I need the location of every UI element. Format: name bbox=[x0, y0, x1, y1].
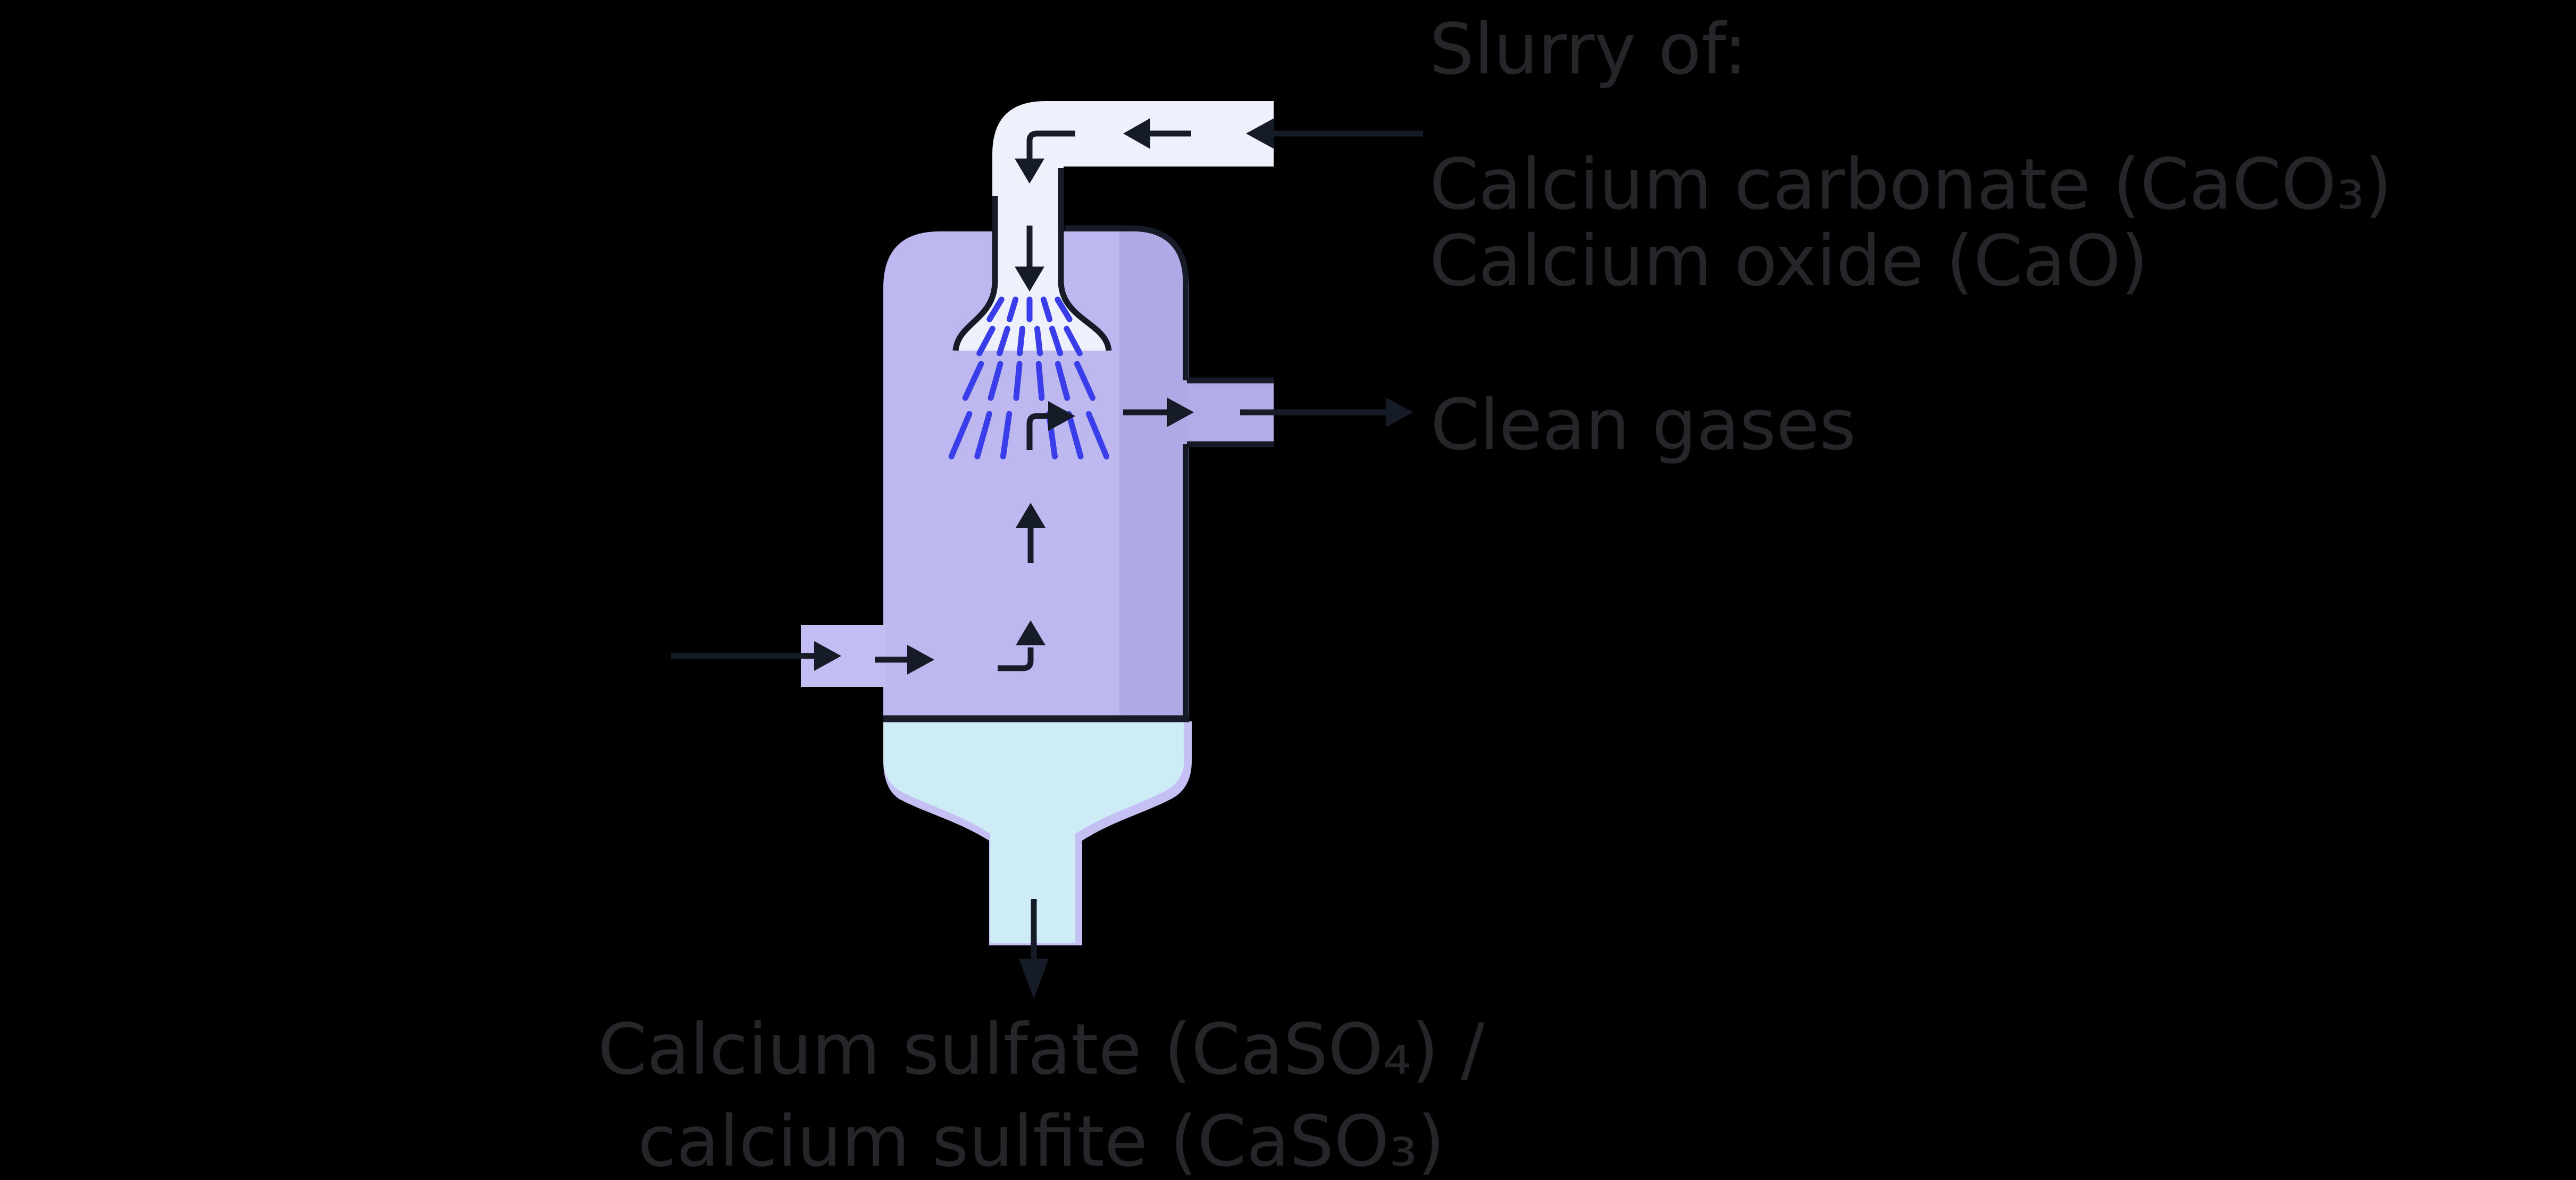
flow-arrows bbox=[671, 118, 1423, 999]
spray-dash bbox=[1064, 326, 1083, 356]
slurry-inlet-arrowhead bbox=[1246, 118, 1274, 149]
gas-turn-arrowhead bbox=[1048, 401, 1075, 431]
spray-dash bbox=[1055, 361, 1070, 401]
spray-dash bbox=[1055, 296, 1073, 322]
spray-dash bbox=[962, 361, 984, 401]
slurry-title-label: Slurry of: bbox=[1429, 9, 1747, 90]
elbow-arrow-line bbox=[1026, 130, 1075, 161]
gas-turn-arrow-line bbox=[1026, 413, 1050, 450]
slurry-component-1-label: Calcium carbonate (CaCO₃) bbox=[1429, 144, 2392, 226]
spray-dash bbox=[1035, 361, 1045, 401]
spray-dash bbox=[1085, 411, 1110, 460]
rising-gas-arrowhead bbox=[1016, 503, 1046, 528]
spray-dash bbox=[1000, 411, 1013, 460]
spray-dash bbox=[986, 296, 1005, 322]
spray-dash bbox=[1006, 296, 1019, 322]
inlet-turn-arrowhead bbox=[1016, 620, 1046, 645]
spray-dash bbox=[1013, 361, 1023, 401]
spray-dash bbox=[1017, 326, 1025, 356]
vessel-outline-top-right bbox=[1065, 225, 1189, 380]
nozzle-arrowhead bbox=[1015, 267, 1044, 292]
spray-dash bbox=[976, 326, 996, 356]
outlet-arrowhead bbox=[1167, 397, 1194, 427]
spray-dash bbox=[988, 361, 1003, 401]
vessel-shade-strip bbox=[1119, 231, 1189, 716]
pipe-arrowhead bbox=[1123, 118, 1150, 149]
spray-dash bbox=[1049, 326, 1063, 356]
vessel-body bbox=[883, 231, 1189, 716]
sludge-out-arrowhead bbox=[1019, 959, 1049, 999]
flue-gas-arrowhead bbox=[814, 641, 841, 671]
spray-dash bbox=[1066, 411, 1084, 460]
inlet-arrowhead bbox=[907, 645, 934, 675]
spray-dash bbox=[974, 411, 992, 460]
spray-dash bbox=[1074, 361, 1096, 401]
slurry-component-2-label: Calcium oxide (CaO) bbox=[1429, 220, 2148, 302]
spray-dash bbox=[997, 326, 1010, 356]
liquid-sump bbox=[883, 721, 1184, 943]
bottom-output-label-line1: Calcium sulfate (CaSO₄) / bbox=[598, 1009, 1485, 1091]
bottom-output-label-line2: calcium sulfite (CaSO₃) bbox=[638, 1101, 1444, 1180]
spray-dash bbox=[1040, 296, 1053, 322]
inlet-turn-arrow-line bbox=[998, 647, 1034, 671]
elbow-arrowhead bbox=[1015, 159, 1044, 184]
clean-gases-label: Clean gases bbox=[1431, 384, 1856, 466]
clean-gas-arrowhead bbox=[1386, 397, 1413, 427]
pipe-outline-left bbox=[952, 196, 998, 351]
pipe-outline-right bbox=[1058, 168, 1112, 351]
spray-dash bbox=[1034, 326, 1043, 356]
spray-dash bbox=[948, 411, 973, 460]
